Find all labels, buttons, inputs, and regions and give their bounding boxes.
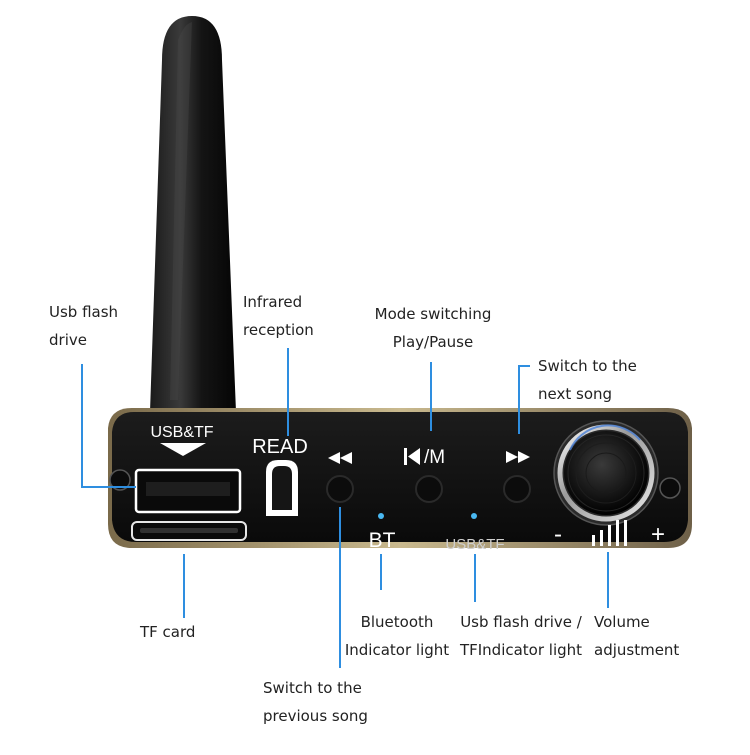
bluetooth-callout: Bluetooth Indicator light [344,613,450,659]
usb-tf-indicator-light [471,513,477,519]
tf-card-slot [131,521,247,541]
usb-tf-label: USB&TF [150,424,213,441]
volume-callout: Volume adjustment [594,613,680,659]
bluetooth-indicator-light [378,513,384,519]
volume-minus-label: - [554,521,562,548]
infrared-receiver [266,460,298,516]
usb-tf-light-callout: Usb flash drive / TFIndicator light [459,613,583,659]
usb-flash-drive-callout: Usb flash drive [49,303,119,349]
volume-plus-label: + [651,521,665,548]
previous-icon [328,452,352,464]
mode-callout: Mode switching Play/Pause [374,305,492,351]
callout-lines [81,348,609,668]
down-arrow-icon [160,443,206,456]
usb-port [134,468,242,514]
play-pause-mode-icon [404,448,420,465]
mode-label: /M [424,447,445,468]
infrared-callout: Infrared reception [243,293,314,339]
next-song-callout: Switch to the next song [538,357,637,403]
next-song-line [518,365,530,434]
bt-label: BT [369,529,396,552]
mode-play-pause-button[interactable] [415,475,443,503]
device-body [108,408,692,548]
left-screw [109,469,131,491]
previous-song-callout: Switch to the previous song [263,679,368,725]
next-song-button[interactable] [503,475,531,503]
usb-tf-indicator-label: USB&TF [445,536,504,553]
previous-song-button[interactable] [326,475,354,503]
tf-card-callout: TF card [140,623,196,641]
volume-level-bars [592,520,627,546]
read-label: READ [252,436,308,458]
next-icon [506,451,530,463]
right-screw [659,477,681,499]
volume-knob[interactable] [553,420,659,526]
antenna [150,16,236,412]
usb-flash-drive-line [81,364,136,488]
